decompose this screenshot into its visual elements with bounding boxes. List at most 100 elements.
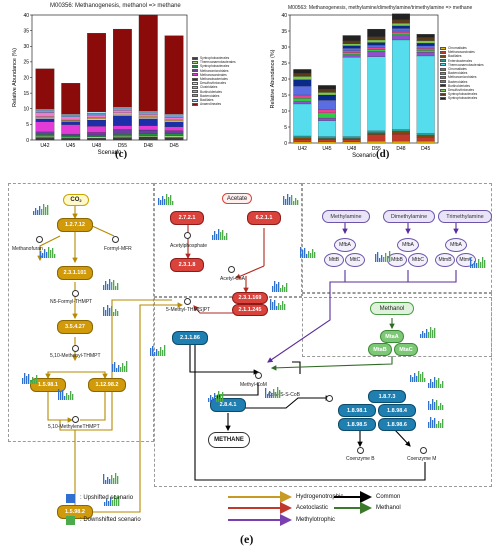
mini-bar (304, 248, 306, 258)
mini-bar (478, 259, 480, 268)
legend-swatch (440, 92, 446, 96)
legend-entry: Anaerolineales (192, 102, 236, 106)
mini-bar (286, 283, 288, 292)
methanol-legend-label: Methanol (376, 505, 401, 511)
legend-text: Methanomicrobiales (200, 68, 229, 73)
mini-bar (476, 263, 478, 268)
mini-bar (293, 201, 295, 205)
mini-bar (432, 330, 434, 338)
co2-subscript: 2 (79, 197, 82, 203)
legend-entry: Chromatiales (440, 67, 484, 71)
mini-bar (275, 392, 277, 398)
y-tick-label: 15 (281, 93, 287, 99)
mini-bar (434, 418, 436, 428)
bar-segment (342, 35, 361, 41)
panel-label-c: (c) (115, 148, 128, 160)
mini-bar (284, 287, 286, 292)
mini-bar (64, 396, 66, 400)
methyl-com-circle (255, 372, 262, 379)
mini-bar (291, 195, 293, 205)
mini-bar (109, 479, 111, 484)
x-axis-label: Scenario (352, 153, 376, 159)
mini-bar (118, 496, 120, 506)
methanol-node: Methanol (370, 302, 414, 315)
mini-bar (111, 475, 113, 484)
mini-bar (41, 209, 43, 215)
mini-bar (216, 396, 218, 402)
bar-segment (35, 68, 55, 110)
legend-text: Bacteroidales (448, 79, 468, 84)
mini-bar (312, 249, 314, 258)
mini-bar (385, 253, 387, 262)
legend-entry: Desulfovibrionales (440, 88, 484, 92)
mini-bar (111, 282, 113, 290)
mini-bar (484, 260, 486, 268)
mini-bar (115, 286, 117, 290)
enzyme-1-8-98-4: 1.8.98.4 (378, 404, 416, 417)
mini-bar (104, 502, 106, 506)
methane-node: METHANE (208, 432, 250, 448)
mini-bar (22, 378, 24, 384)
mini-bar (480, 262, 482, 268)
x-tick-label: D45 (169, 143, 178, 149)
mini-bar (420, 374, 422, 382)
mini-bar (103, 285, 105, 290)
mini-bar (46, 252, 48, 258)
mini-bar (285, 199, 287, 205)
mini-bar (482, 257, 484, 268)
methyl-thmpt-label: 5-Methyl-THM[S]PT (166, 307, 211, 313)
mini-bar (34, 379, 36, 384)
y-tick-label: 35 (281, 29, 287, 35)
enzyme-1-8-7-3: 1.8.7.3 (368, 390, 406, 403)
mini-bar (28, 374, 30, 384)
bar-segment (367, 28, 386, 37)
mini-bar (214, 231, 216, 240)
mini-bar (106, 499, 108, 506)
mtmb-node: MtmB (435, 253, 455, 267)
legend-swatch (440, 46, 446, 50)
mini-bar (117, 311, 119, 316)
mini-bar (432, 420, 434, 428)
enzyme-2-1-1-86: 2.1.1.86 (172, 331, 208, 345)
mini-bar (43, 204, 45, 215)
mini-bar (37, 210, 39, 215)
mini-bar (44, 249, 46, 258)
mini-bar (226, 233, 228, 240)
methylo-legend-label: Methylotrophic (296, 517, 336, 523)
mini-bar (224, 236, 226, 240)
mtac-node: MtaC (394, 343, 418, 356)
mini-bar (107, 305, 109, 316)
legend-swatch (440, 63, 446, 67)
y-tick-label: 40 (281, 13, 287, 19)
legend-text: Chromatiales (448, 67, 467, 72)
mini-bar (442, 419, 444, 428)
mini-bar (422, 331, 424, 338)
mini-bar (283, 196, 285, 205)
legend-swatch (192, 102, 198, 106)
mini-bar (166, 194, 168, 205)
mini-bar (72, 394, 74, 400)
mini-bar (24, 373, 26, 384)
mini-bar (389, 251, 391, 262)
chart-d-title: M00563: Methanogenesis, methylamine/dime… (288, 5, 473, 11)
legend-text: Bacillales (200, 98, 214, 103)
mini-bar (440, 423, 442, 428)
coenzyme-m-circle (420, 447, 427, 454)
legend-entry: Syntrophobacterales (192, 56, 236, 60)
legend-entry: Bacteroidales (192, 94, 236, 98)
enzyme-1-2-7-12: 1.2.7.12 (57, 218, 93, 232)
legend-text: Thermoanaerobacterales (200, 60, 236, 65)
mini-bar (308, 251, 310, 258)
mini-bar (278, 282, 280, 292)
n5-formyl-label: N5-Formyl-THMPT (50, 299, 93, 305)
methanofuran-label: Methanofuran (12, 246, 43, 252)
mini-bar (40, 251, 42, 258)
chart-c-title: M00356: Methanogenesis, methanol => meth… (50, 3, 181, 9)
mini-bar (412, 377, 414, 382)
mini-bar (295, 198, 297, 205)
legend-entry: Clostridiales (192, 85, 236, 89)
mini-bar (440, 403, 442, 410)
x-tick-label: D48 (144, 143, 153, 149)
bar-segment (416, 34, 435, 38)
